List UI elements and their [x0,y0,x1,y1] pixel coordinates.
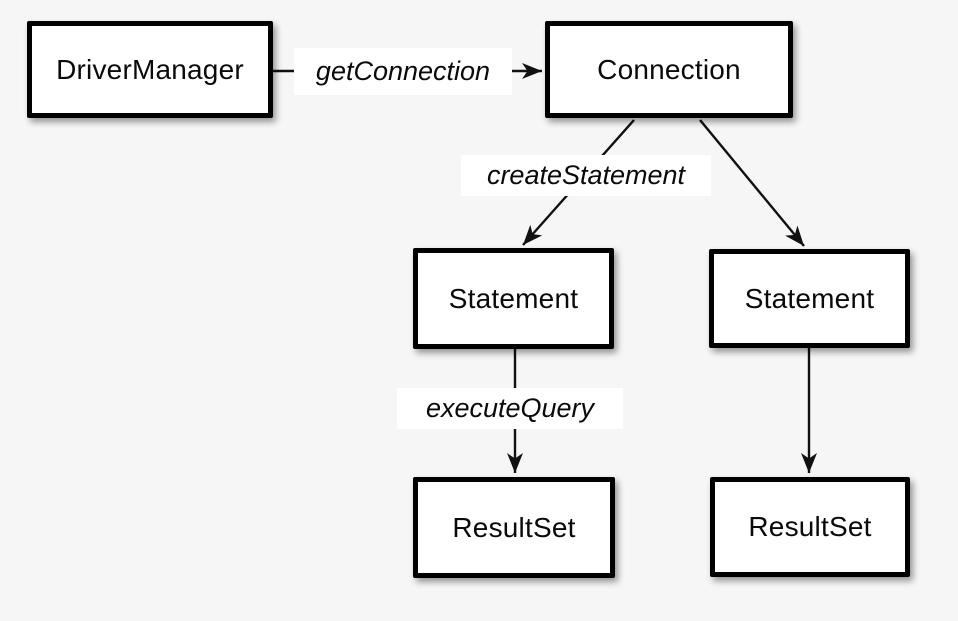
node-connection: Connection [545,21,793,118]
node-resultset-left-label: ResultSet [452,511,576,543]
edge-connection-to-statement-right-arrow [699,119,805,247]
node-resultset-right: ResultSet [710,477,910,577]
edge-label-getconnection: getConnection [294,48,512,95]
node-statement-left-label: Statement [448,282,579,314]
edge-label-createstatement: createStatement [461,155,711,196]
node-connection-label: Connection [597,53,741,85]
node-resultset-right-label: ResultSet [748,511,872,542]
node-statement-right-label: Statement [744,282,875,314]
edge-label-getconnection-text: getConnection [315,56,491,86]
node-drivermanager: DriverManager [27,21,273,118]
node-drivermanager-label: DriverManager [56,53,244,85]
node-statement-left: Statement [413,248,614,349]
node-resultset-left: ResultSet [413,477,615,578]
edge-label-executequery-text: executeQuery [425,393,595,423]
edge-label-createstatement-text: createStatement [486,160,686,190]
edge-label-executequery: executeQuery [397,388,623,429]
node-statement-right: Statement [709,249,910,348]
